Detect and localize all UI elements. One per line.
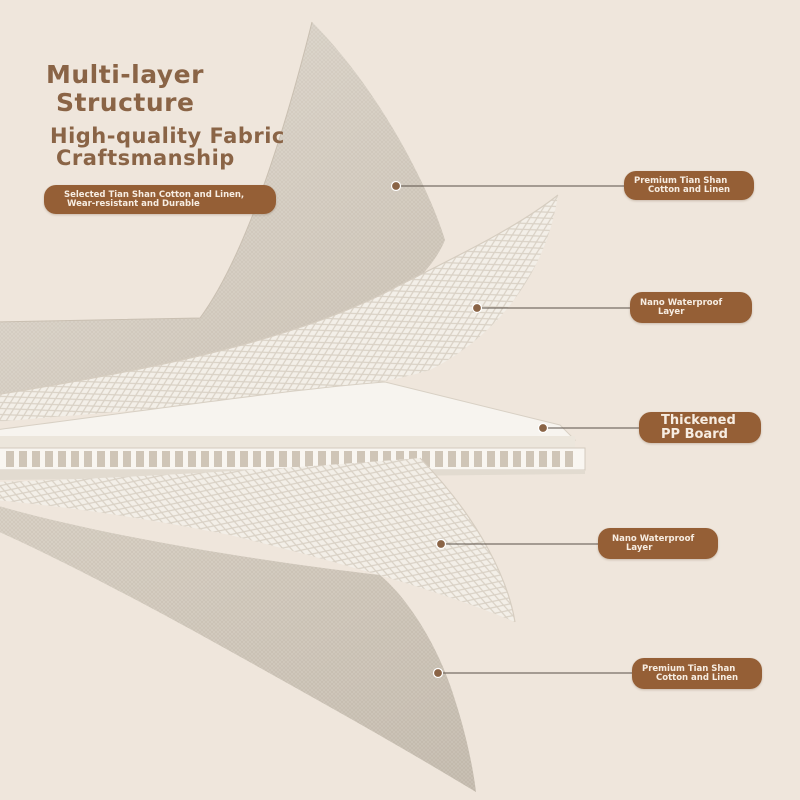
- callout-dot-4: [435, 538, 447, 550]
- pp-board-layer: [0, 381, 586, 480]
- callout-dot-2: [471, 302, 483, 314]
- callout-lower-waterproof: Nano Waterproof Layer: [598, 528, 718, 559]
- callout-label-line-1: Thickened: [661, 412, 736, 428]
- board-cell: [500, 451, 508, 467]
- callout-dot-3: [537, 422, 549, 434]
- board-cell: [435, 451, 443, 467]
- callout-dot-5: [432, 667, 444, 679]
- board-cell: [32, 451, 40, 467]
- callout-label-line-1: Nano Waterproof: [612, 533, 695, 544]
- board-cell: [45, 451, 53, 467]
- board-cell: [201, 451, 209, 467]
- board-cell: [279, 451, 287, 467]
- board-cell: [383, 451, 391, 467]
- upper-mesh-layer: [0, 194, 559, 422]
- board-cell: [513, 451, 521, 467]
- callout-label-line-1: Nano Waterproof: [640, 297, 723, 308]
- callout-label-line-1: Premium Tian Shan: [634, 175, 728, 186]
- board-cell: [240, 451, 248, 467]
- callout-label-line-2: Layer: [658, 306, 685, 317]
- callout-label-line-2: Layer: [626, 542, 653, 553]
- board-cell: [6, 451, 14, 467]
- fabric-feature-line-1: Selected Tian Shan Cotton and Linen,: [64, 189, 245, 200]
- callout-bottom-fabric: Premium Tian Shan Cotton and Linen: [632, 658, 762, 689]
- board-cell: [123, 451, 131, 467]
- board-cell: [474, 451, 482, 467]
- board-cell: [227, 451, 235, 467]
- callout-label-line-2: Cotton and Linen: [648, 184, 731, 195]
- board-cell: [461, 451, 469, 467]
- board-cell: [214, 451, 222, 467]
- board-cell: [97, 451, 105, 467]
- callout-upper-waterproof: Nano Waterproof Layer: [630, 292, 752, 323]
- board-cell: [331, 451, 339, 467]
- callout-label-line-1: Premium Tian Shan: [642, 663, 736, 674]
- board-cell: [110, 451, 118, 467]
- board-cell: [175, 451, 183, 467]
- fabric-feature-badge: Selected Tian Shan Cotton and Linen, Wea…: [44, 185, 276, 214]
- board-cell: [71, 451, 79, 467]
- board-cell: [188, 451, 196, 467]
- callout-label-line-2: PP Board: [661, 426, 728, 442]
- board-cell: [422, 451, 430, 467]
- board-cell: [149, 451, 157, 467]
- board-cell: [344, 451, 352, 467]
- board-cell: [253, 451, 261, 467]
- callout-pp-board: Thickened PP Board: [639, 412, 761, 443]
- board-cell: [526, 451, 534, 467]
- subheading-line-2: Craftsmanship: [56, 146, 235, 170]
- callout-label-line-2: Cotton and Linen: [656, 672, 739, 683]
- heading-line-1: Multi-layer: [46, 60, 204, 89]
- board-cell: [357, 451, 365, 467]
- board-cell: [370, 451, 378, 467]
- lower-mesh-layer: [0, 457, 516, 623]
- callout-leaders: [396, 185, 639, 674]
- board-cell: [58, 451, 66, 467]
- board-cell: [292, 451, 300, 467]
- callout-top-fabric: Premium Tian Shan Cotton and Linen: [624, 171, 754, 200]
- board-cell: [305, 451, 313, 467]
- subheading-line-1: High-quality Fabric: [50, 124, 285, 148]
- board-cell: [487, 451, 495, 467]
- board-cell: [84, 451, 92, 467]
- board-cell: [448, 451, 456, 467]
- callout-dot-1: [390, 180, 402, 192]
- board-cell: [136, 451, 144, 467]
- board-cell: [266, 451, 274, 467]
- board-cell: [565, 451, 573, 467]
- fabric-feature-line-2: Wear-resistant and Durable: [67, 198, 200, 209]
- board-cell: [19, 451, 27, 467]
- board-cell: [162, 451, 170, 467]
- board-cell: [539, 451, 547, 467]
- board-cell: [552, 451, 560, 467]
- heading-line-2: Structure: [56, 88, 195, 117]
- board-cell: [318, 451, 326, 467]
- bottom-fabric-layer: [0, 506, 476, 792]
- board-cell: [396, 451, 404, 467]
